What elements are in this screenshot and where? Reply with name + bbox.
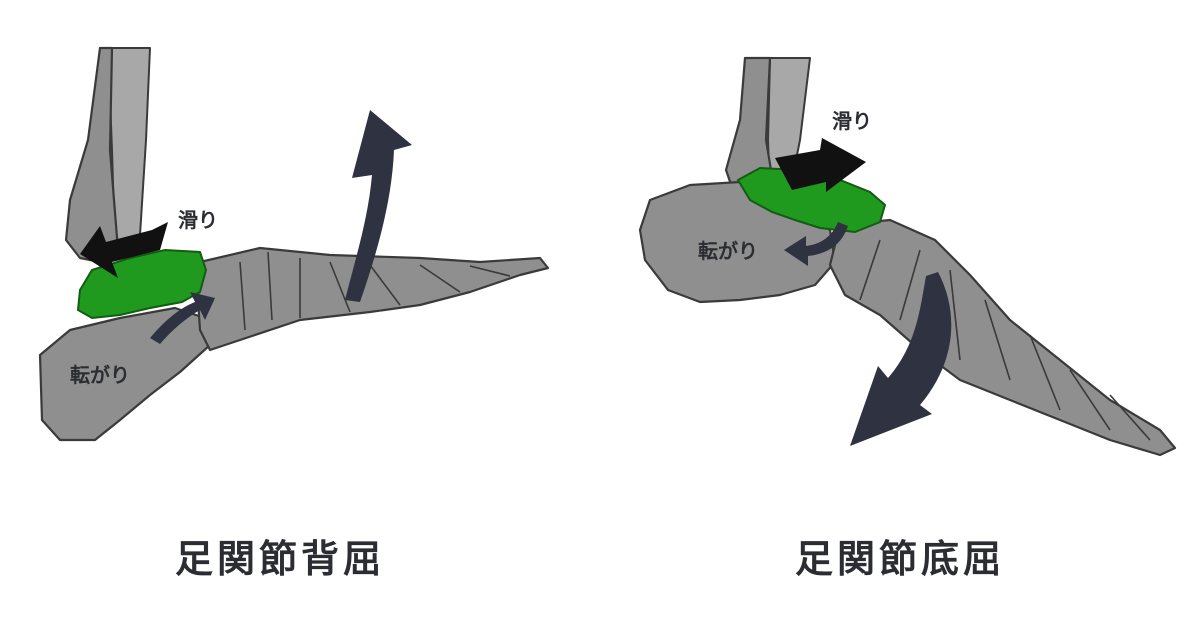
left-calcaneus — [38, 306, 212, 442]
right-roll-label: 転がり — [698, 239, 758, 263]
left-tibia — [64, 46, 120, 264]
right-roll-arrow — [784, 222, 848, 266]
right-midfoot — [828, 218, 1177, 457]
right-bone-lines — [859, 239, 1151, 441]
left-midfoot — [196, 246, 550, 352]
right-foot-figure — [638, 56, 1177, 457]
right-slide-label: 滑り — [832, 109, 872, 133]
right-motion-arrow — [850, 272, 952, 446]
left-bone-lines — [239, 251, 511, 331]
right-caption: 足関節底屈 — [795, 537, 1005, 581]
left-roll-label: 転がり — [70, 363, 130, 387]
right-slide-arrow — [775, 138, 866, 192]
left-caption: 足関節背屈 — [175, 537, 385, 581]
left-slide-arrow — [80, 222, 168, 278]
left-roll-arrow — [150, 292, 215, 344]
left-foot-figure — [38, 46, 550, 442]
left-motion-arrow — [345, 110, 412, 302]
left-slide-label: 滑り — [178, 208, 218, 232]
